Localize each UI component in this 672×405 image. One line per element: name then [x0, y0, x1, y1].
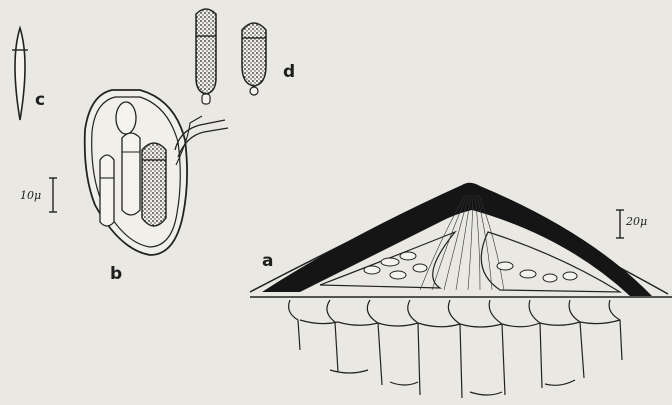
spores-d [196, 9, 266, 104]
label-b: b [110, 266, 122, 283]
label-a: a [262, 253, 273, 270]
spore-c [12, 28, 28, 120]
label-d: d [283, 64, 295, 81]
ascus-b [85, 90, 228, 255]
scale-bar-large [616, 210, 624, 238]
scale-bar-small [49, 178, 57, 212]
scale-label-small: 10μ [20, 190, 41, 201]
ascoma-section-a [250, 183, 672, 398]
scale-label-large: 20μ [626, 216, 647, 227]
label-c: c [35, 92, 45, 109]
